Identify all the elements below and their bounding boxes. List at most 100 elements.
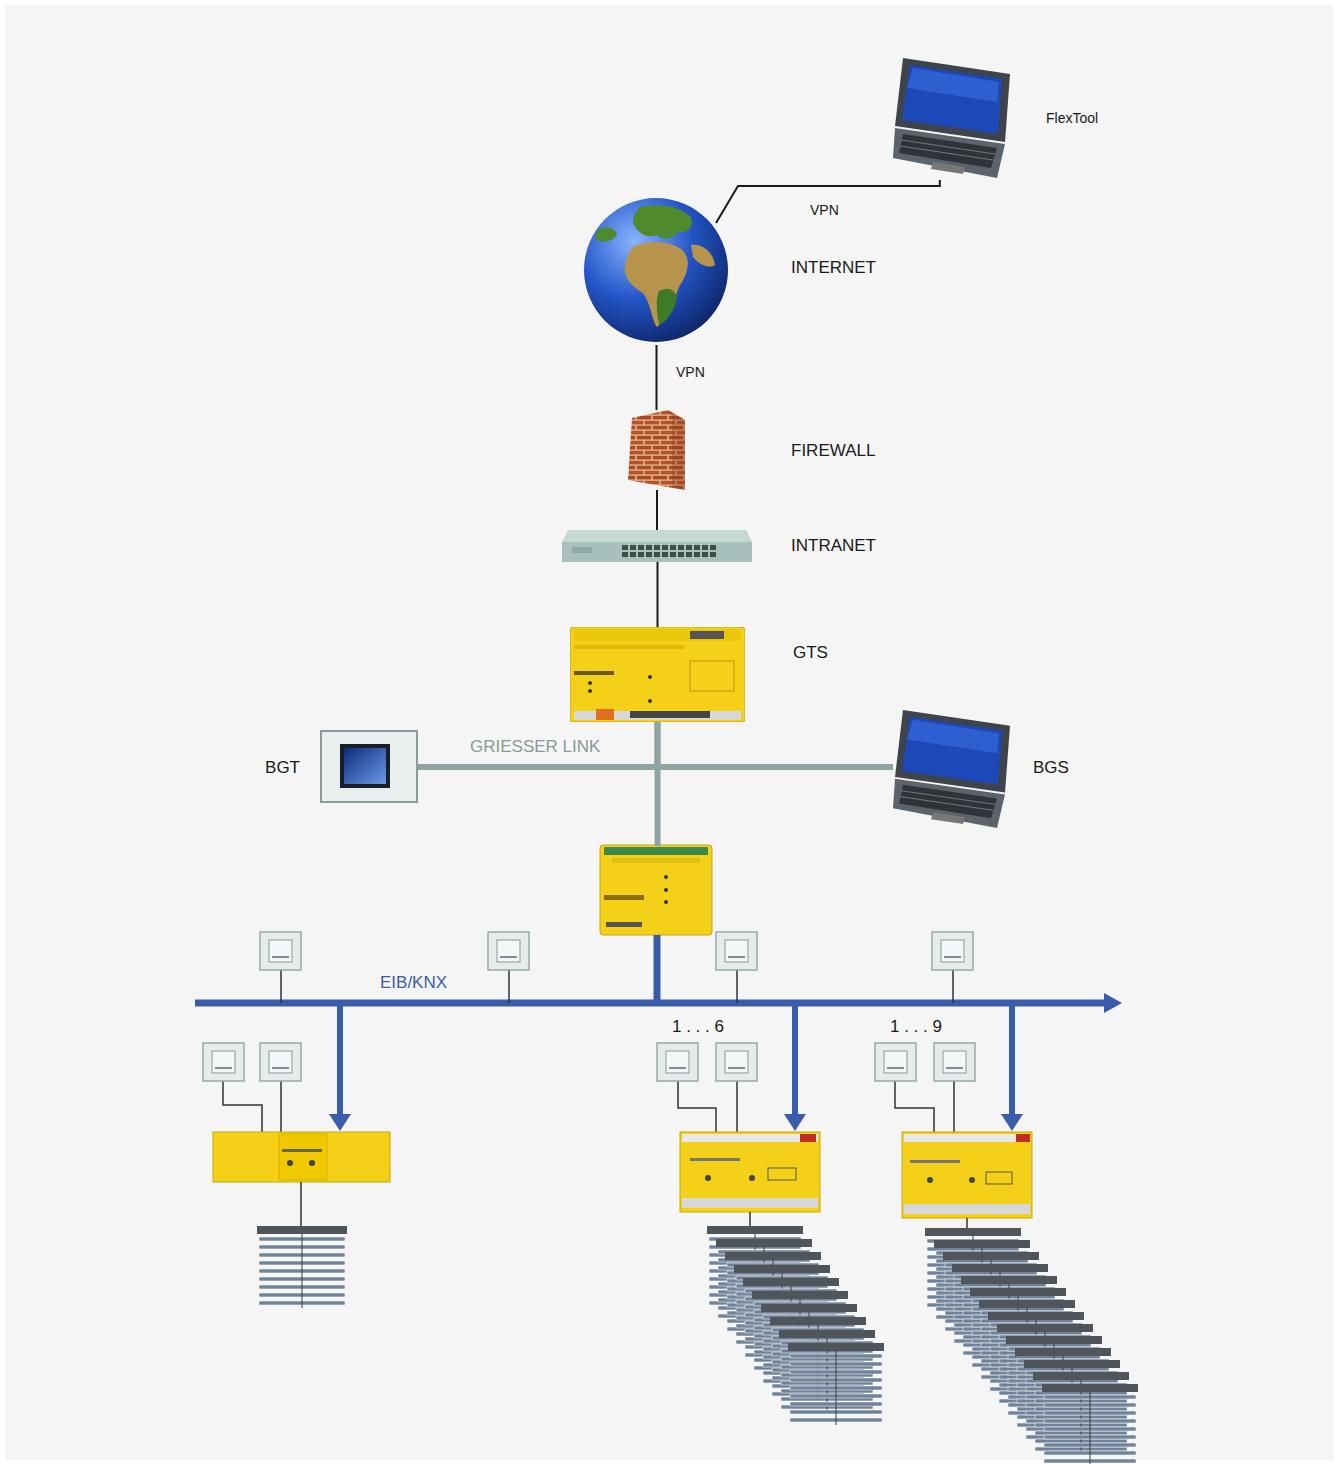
push-buttons-part [488,932,529,970]
venetian-blinds [257,1182,1138,1464]
laptop-icon-part [899,785,997,818]
push-buttons-part [946,1067,963,1069]
actuator-left-part [287,1160,293,1166]
connector-line [418,722,658,767]
push-buttons-part [716,932,757,970]
network-switch-icon-part [694,552,700,557]
network-switch-icon-part [686,552,692,557]
globe-icon [583,195,730,345]
network-switch-icon-part [562,530,752,542]
touch-panel-icon [320,730,418,803]
laptop-icon-part [900,146,993,160]
venetian-blinds-part [752,1291,848,1299]
range-label: 1 . . . 9 [890,1017,942,1037]
venetian-blinds-part [779,1330,875,1338]
network-switch-icon-part [702,552,708,557]
venetian-blinds-part [979,1300,1075,1308]
venetian-blinds-part [1090,1392,1091,1464]
venetian-blinds-part [836,1351,837,1425]
laptop-icon-part [931,812,965,824]
venetian-blinds-part [707,1226,803,1234]
gts-server-device-part [648,699,652,703]
push-buttons-part [716,1043,757,1081]
network-switch-icon-part [670,545,676,550]
actuator-left-part [282,1149,322,1152]
laptop-icon-part [901,140,995,154]
push-buttons-part [728,1067,745,1069]
connector-line [656,490,658,530]
eib-knx-bus-part [792,1003,798,1115]
touch-panel-icon-part [340,744,390,788]
gateway-device-part [604,847,708,855]
network-switch-icon-part [686,545,692,550]
venetian-blinds-part [1033,1372,1129,1380]
network-switch-icon-part [654,545,660,550]
bus-name: EIB/KNX [380,973,447,993]
sensor-wires-part [953,1081,955,1132]
actuator-middle-part [768,1168,796,1180]
globe-icon-part [633,205,692,238]
push-buttons-part [272,1067,289,1069]
venetian-blinds-part [943,1252,1039,1260]
internet-globe: INTERNET [583,195,730,345]
sensor-wires [223,970,954,1132]
gts-server-device-part [596,709,614,720]
laptop-icon-part [900,797,993,811]
venetian-blinds-part [300,1182,302,1226]
connector-line [657,562,659,627]
actuator-right-part [902,1132,1032,1218]
gts-server-device-part [690,661,734,691]
gateway-device-part [664,875,668,879]
device-label: BGT [265,758,300,778]
venetian-blinds-part [302,1234,303,1308]
actuator-middle-part [749,1175,755,1181]
push-buttons [203,932,975,1081]
laptop-icon-part [902,717,1002,785]
griesser-link-trunk [655,762,661,846]
gateway-device-part [600,845,712,935]
venetian-blinds-part [988,1312,1084,1320]
device-label: GTS [793,643,828,663]
connector-label: GRIESSER LINK [470,737,600,757]
network-switch-icon-part [662,552,668,557]
gts-server-device [570,627,745,722]
device-label: FIREWALL [791,441,875,461]
venetian-blinds-part [1042,1384,1138,1392]
network-switch-icon-part [654,552,660,557]
laptop-icon-part [893,128,1005,178]
push-buttons-part [944,956,961,958]
push-buttons-part [500,956,517,958]
gts-server: GTS [570,627,745,722]
push-buttons-part [666,1051,689,1073]
push-buttons-part [934,1043,975,1081]
push-buttons-part [932,932,973,970]
network-switch-icon-part [646,545,652,550]
venetian-blinds-part [743,1278,839,1286]
sensor-wires-part [508,970,510,1003]
network-switch-icon-part [572,547,592,553]
eib-knx-bus-part [195,1000,1106,1007]
gts-server-device-part [630,711,710,718]
venetian-blinds-part [961,1276,1057,1284]
actuator-left-part [309,1160,315,1166]
actuator-right-part [910,1160,960,1163]
sensor-wires-part [280,970,282,1003]
actuator-middle-part [690,1158,740,1161]
laptop-icon-part [902,65,1002,134]
venetian-blinds-part [934,1240,1030,1248]
sensor-wires-part [736,970,738,1003]
network-switch-icon-part [630,545,636,550]
network-switch-icon-part [710,552,716,557]
laptop-icon-part [893,779,1005,828]
gateway-device-part [664,900,668,904]
venetian-blinds-part [1015,1348,1111,1356]
connector-line [656,345,658,410]
gts-server-device-part [648,675,652,679]
device-label: BGS [1033,758,1069,778]
bgs-laptop: BGS [893,710,1010,830]
venetian-blinds-part [725,1252,821,1260]
venetian-blinds-part [770,1317,866,1325]
actuator-middle-part [800,1134,816,1142]
actuator-right-part [927,1177,933,1183]
network-switch-icon-part [670,552,676,557]
